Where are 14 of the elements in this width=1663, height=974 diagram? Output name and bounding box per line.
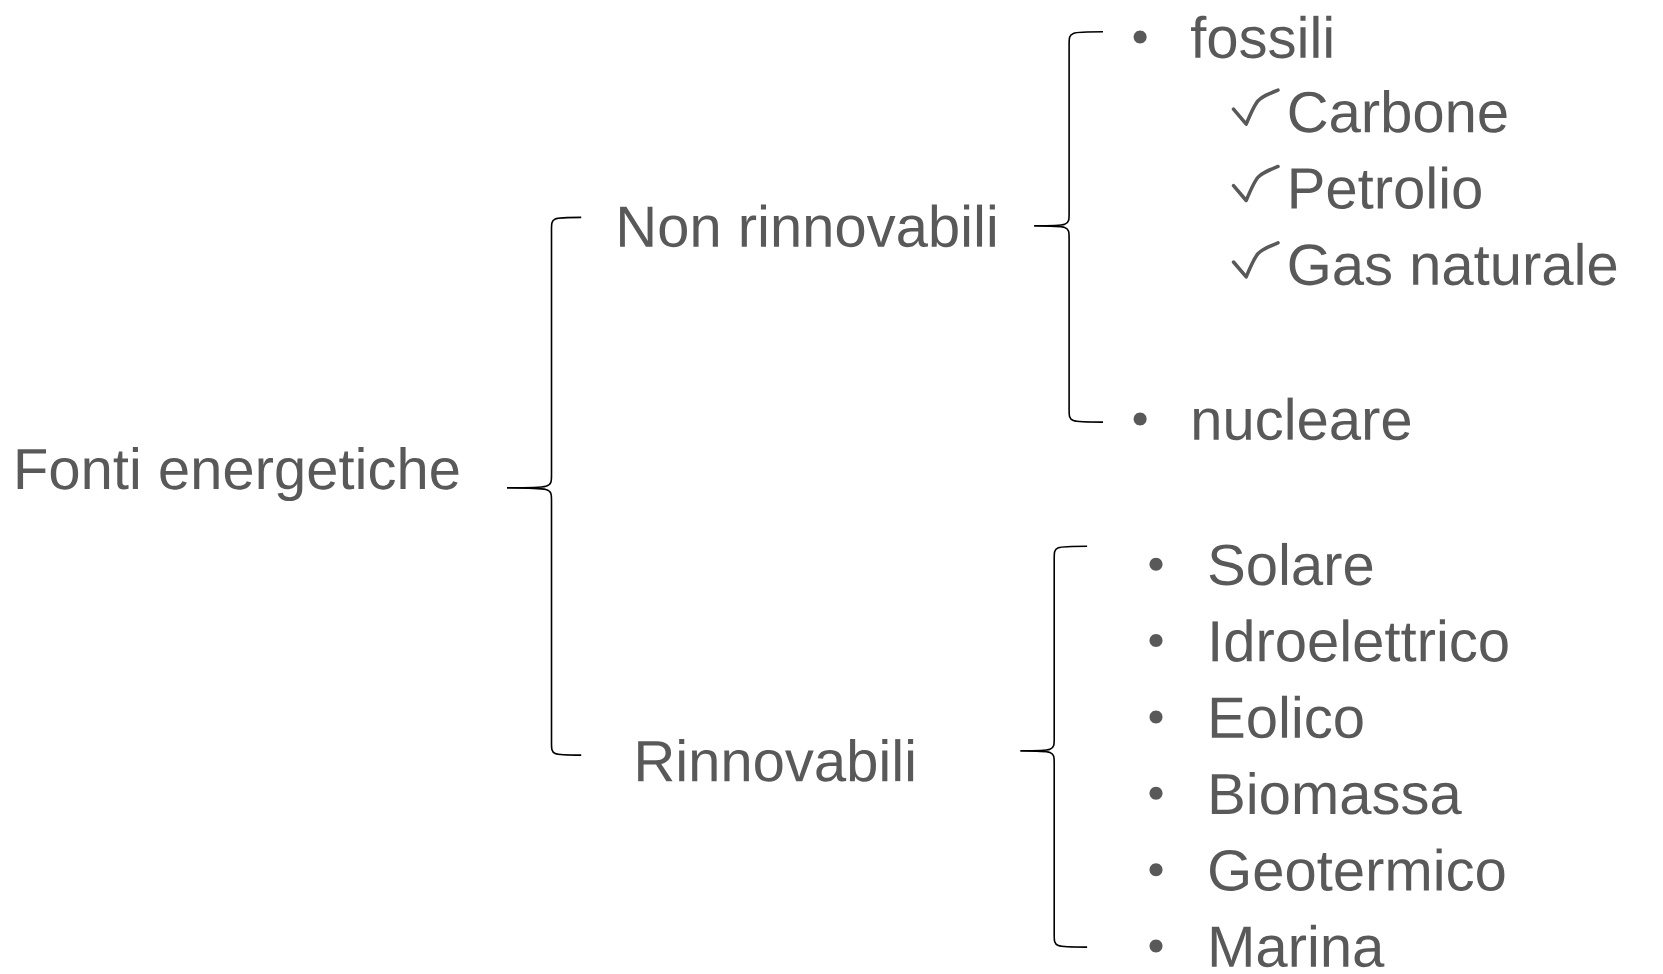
text-label: Rinnovabili xyxy=(638,739,914,782)
text-label: Petrolio xyxy=(1291,166,1481,209)
text-label: Eolico xyxy=(1211,695,1363,739)
text-label: Non rinnovabili xyxy=(620,204,995,248)
text-label: Marina xyxy=(1211,924,1385,968)
text-label: Gas naturale xyxy=(1289,242,1617,286)
text-label: nucleare xyxy=(1194,397,1411,441)
text-label: Carbone xyxy=(1289,90,1507,133)
text-label: Solare xyxy=(1209,542,1373,586)
text-label: Idroelettrico xyxy=(1212,619,1508,662)
text-label: Geotermico xyxy=(1210,848,1505,891)
text-label: Biomassa xyxy=(1211,772,1462,815)
text-label: fossili xyxy=(1191,15,1332,59)
text-label: Fonti energetiche xyxy=(17,447,459,502)
